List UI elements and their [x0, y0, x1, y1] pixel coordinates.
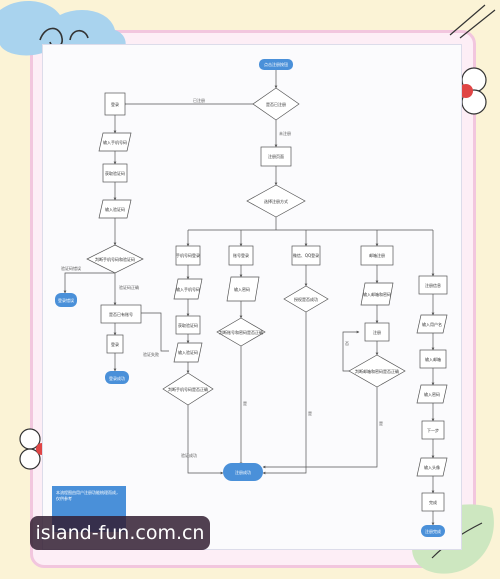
svg-text:登录: 登录 [111, 101, 119, 107]
input-phone: 输入手机号码 [173, 278, 203, 300]
line-decoration-top-right [449, 4, 496, 39]
svg-text:邮箱注册: 邮箱注册 [369, 252, 385, 258]
branch-wechat-box: 微信、QQ登录 [291, 245, 321, 266]
svg-text:获取验证码: 获取验证码 [105, 170, 125, 176]
next-box: 下一步 [421, 420, 445, 440]
edge-label-code-error: 验证码错误 [61, 265, 81, 271]
start-terminal: 点击注册按钮 [259, 59, 293, 70]
end-terminal: 注册成功 [223, 463, 263, 481]
edge-label-verify-ok: 验证成功 [181, 452, 197, 458]
svg-text:输入手机号码: 输入手机号码 [103, 139, 127, 145]
edge-label-code-ok: 验证码正确 [119, 284, 139, 290]
svg-text:输入用户名: 输入用户名 [422, 321, 442, 327]
svg-text:微信、QQ登录: 微信、QQ登录 [293, 252, 319, 258]
svg-text:输入验证码: 输入验证码 [105, 206, 125, 212]
register-box: 注册 [364, 322, 390, 342]
svg-text:输入验证码: 输入验证码 [178, 349, 198, 355]
input-email: 输入邮箱 [419, 349, 447, 369]
edge-label-yes-wechat: 是 [308, 410, 312, 416]
svg-text:获取验证码: 获取验证码 [178, 322, 198, 328]
svg-text:下一步: 下一步 [427, 427, 439, 433]
reg-info-box: 注册信息 [418, 275, 448, 295]
svg-text:点击注册按钮: 点击注册按钮 [264, 61, 288, 67]
edge-label-registered: 已注册 [193, 97, 205, 103]
get-code-top: 获取验证码 [102, 163, 128, 183]
done-box: 完成 [421, 492, 445, 512]
decision-check-code: 判断手机号码和验证码 [86, 244, 144, 274]
edge-label-unregistered: 未注册 [279, 130, 291, 136]
input-username: 输入用户名 [416, 314, 448, 334]
input-password-2: 输入密码 [416, 384, 448, 404]
svg-text:注册信息: 注册信息 [425, 282, 441, 288]
svg-text:完成: 完成 [429, 499, 437, 505]
flowchart: 已注册 未注册 验证码错误 验证码正确 验证失败 验证成功 是 是 否 是 点击… [55, 59, 448, 537]
svg-text:输入头像: 输入头像 [424, 464, 440, 470]
edge-label-verify-fail: 验证失败 [143, 351, 159, 357]
has-account-box: 是否已有账号 [100, 304, 142, 324]
login-ok-terminal: 登录成功 [105, 371, 129, 384]
watermark-banner: island-fun.com.cn [30, 516, 210, 550]
login-box: 登录 [106, 334, 124, 354]
edge-label-yes-email: 是 [379, 420, 383, 426]
svg-text:注册完成: 注册完成 [425, 528, 441, 534]
login-page-box: 登录 [104, 92, 126, 116]
svg-text:选择注册方式: 选择注册方式 [264, 198, 288, 204]
decision-registered: 是否已注册 [252, 87, 300, 121]
svg-text:是否已注册: 是否已注册 [266, 101, 286, 107]
svg-text:授权是否成功: 授权是否成功 [294, 296, 318, 302]
svg-text:判断手机号码是否正确: 判断手机号码是否正确 [168, 386, 208, 392]
svg-text:判断账号和密码是否正确: 判断账号和密码是否正确 [219, 329, 263, 335]
final-terminal: 注册完成 [421, 525, 445, 537]
get-code: 获取验证码 [175, 315, 201, 335]
decision-check-account: 判断账号和密码是否正确 [216, 317, 266, 347]
svg-text:登录错误: 登录错误 [58, 297, 74, 303]
branch-email-box: 邮箱注册 [360, 245, 394, 266]
flower-decoration-right [459, 67, 487, 115]
edge-label-yes-account: 是 [243, 400, 247, 406]
decision-auth: 授权是否成功 [283, 285, 329, 313]
svg-text:账号登录: 账号登录 [233, 252, 249, 258]
svg-text:输入手机号码: 输入手机号码 [176, 286, 200, 292]
decision-check-email: 判断邮箱和密码是否正确 [348, 354, 406, 388]
svg-text:是否已有账号: 是否已有账号 [109, 311, 133, 317]
svg-text:输入邮箱和密码: 输入邮箱和密码 [363, 291, 391, 297]
error-terminal: 登录错误 [55, 293, 77, 307]
svg-text:登录: 登录 [111, 341, 119, 347]
input-code: 输入验证码 [173, 342, 203, 363]
input-email-password: 输入邮箱和密码 [360, 282, 394, 306]
input-phone-top: 输入手机号码 [98, 132, 132, 152]
edge-label-no-email: 否 [345, 341, 349, 346]
svg-text:输入邮箱: 输入邮箱 [425, 356, 441, 362]
decision-method: 选择注册方式 [246, 184, 306, 218]
svg-text:输入密码: 输入密码 [234, 286, 250, 292]
svg-text:输入密码: 输入密码 [424, 391, 440, 397]
input-avatar: 输入头像 [416, 457, 448, 477]
connectors [63, 70, 435, 526]
branch-phone-box: 手机号码登录 [175, 245, 201, 266]
svg-text:判断邮箱和密码是否正确: 判断邮箱和密码是否正确 [355, 368, 399, 374]
svg-text:手机号码登录: 手机号码登录 [176, 252, 200, 258]
branch-account-box: 账号登录 [228, 245, 254, 266]
register-page-box: 注册页面 [260, 146, 292, 167]
svg-text:登录成功: 登录成功 [109, 375, 125, 381]
decision-check-phone: 判断手机号码是否正确 [162, 372, 214, 406]
diagram-canvas: 已注册 未注册 验证码错误 验证码正确 验证失败 验证成功 是 是 否 是 点击… [42, 44, 462, 550]
svg-text:注册成功: 注册成功 [235, 469, 251, 475]
svg-text:注册页面: 注册页面 [268, 153, 284, 159]
input-code-top: 输入验证码 [98, 199, 132, 219]
svg-text:判断手机号码和验证码: 判断手机号码和验证码 [95, 256, 135, 262]
input-password: 输入密码 [226, 276, 260, 302]
svg-text:注册: 注册 [373, 329, 381, 335]
